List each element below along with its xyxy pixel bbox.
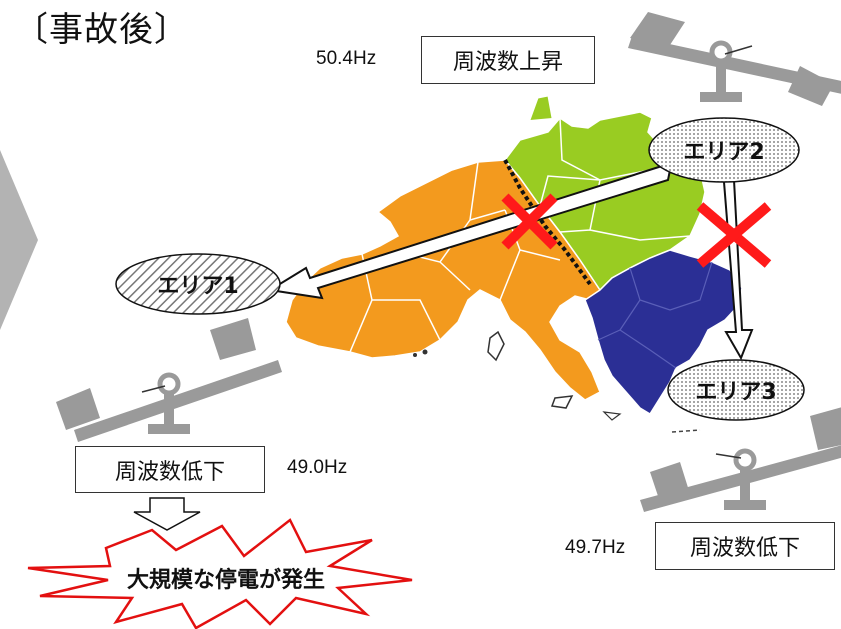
top-status-label: 周波数上昇 (452, 50, 563, 75)
cross-mark-west (501, 193, 558, 250)
left-frequency: 49.0Hz (287, 457, 348, 478)
page-title: 〔事故後〕 (14, 10, 189, 50)
down-arrow (133, 497, 201, 531)
area1-label: エリア1 (157, 274, 239, 299)
right-status-label: 周波数低下 (689, 536, 800, 561)
top-frequency: 50.4Hz (316, 48, 377, 69)
area2-ellipse (648, 117, 800, 183)
area2-label: エリア2 (683, 140, 765, 165)
right-status-box: 周波数低下 (655, 522, 835, 570)
area-boundary-line (503, 159, 592, 286)
balance-scale-right (640, 407, 841, 512)
right-frequency: 49.7Hz (565, 537, 626, 558)
area3-label: エリア3 (695, 380, 777, 405)
area1-ellipse (115, 253, 281, 315)
cross-mark-east (696, 202, 772, 268)
balance-scale-left (56, 318, 282, 442)
transition-arrow (0, 150, 38, 330)
left-status-box: 周波数低下 (75, 446, 265, 493)
blackout-label: 大規模な停電が発生 (126, 568, 325, 593)
area3-ellipse (667, 359, 805, 421)
top-status-box: 周波数上昇 (421, 36, 595, 84)
balance-scale-top (628, 12, 841, 106)
left-status-label: 周波数低下 (114, 459, 225, 485)
blackout-burst (27, 518, 413, 629)
